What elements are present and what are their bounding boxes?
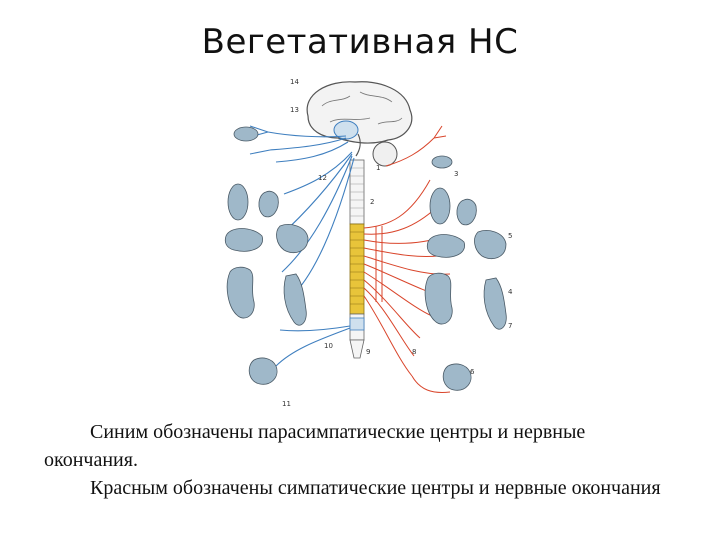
label-8: 8 bbox=[412, 348, 416, 356]
liver-left bbox=[225, 229, 262, 252]
slide-title: Вегетативная НС bbox=[0, 22, 720, 62]
organs-right bbox=[425, 156, 506, 390]
label-3: 3 bbox=[454, 170, 458, 178]
liver-right bbox=[427, 235, 464, 258]
label-9: 9 bbox=[366, 348, 370, 356]
eye-right bbox=[432, 156, 452, 168]
label-13: 13 bbox=[290, 106, 299, 114]
bladder-left bbox=[249, 358, 277, 384]
heart-left bbox=[259, 191, 278, 217]
cerebellum bbox=[373, 142, 397, 166]
label-10: 10 bbox=[324, 342, 333, 350]
label-1: 1 bbox=[376, 164, 380, 172]
caption: Синим обозначены парасимпатические центр… bbox=[44, 418, 684, 502]
label-5: 5 bbox=[508, 232, 512, 240]
lung-left bbox=[228, 184, 248, 220]
label-14: 14 bbox=[290, 78, 299, 86]
label-12: 12 bbox=[318, 174, 327, 182]
brain bbox=[307, 82, 412, 156]
stomach-right bbox=[475, 231, 506, 259]
label-2: 2 bbox=[370, 198, 374, 206]
caption-sympathetic: Красным обозначены симпатические центры … bbox=[44, 474, 684, 502]
autonomic-nervous-system-diagram: 1 2 3 4 5 6 7 8 9 10 11 12 13 14 bbox=[210, 76, 520, 416]
label-6: 6 bbox=[470, 368, 475, 376]
intestine-left bbox=[227, 267, 254, 318]
colon-right bbox=[484, 278, 506, 329]
label-11: 11 bbox=[282, 400, 291, 408]
eye-left bbox=[234, 127, 258, 141]
label-7: 7 bbox=[508, 322, 512, 330]
label-4: 4 bbox=[508, 288, 513, 296]
colon-left bbox=[284, 274, 306, 325]
heart-right bbox=[457, 199, 476, 225]
bladder-right bbox=[443, 364, 471, 390]
stomach-left bbox=[277, 225, 308, 253]
intestine-right bbox=[425, 273, 452, 324]
spinal-cord bbox=[350, 160, 364, 358]
lung-right bbox=[430, 188, 450, 224]
caption-parasympathetic: Синим обозначены парасимпатические центр… bbox=[44, 418, 684, 474]
organs-left bbox=[225, 127, 308, 384]
